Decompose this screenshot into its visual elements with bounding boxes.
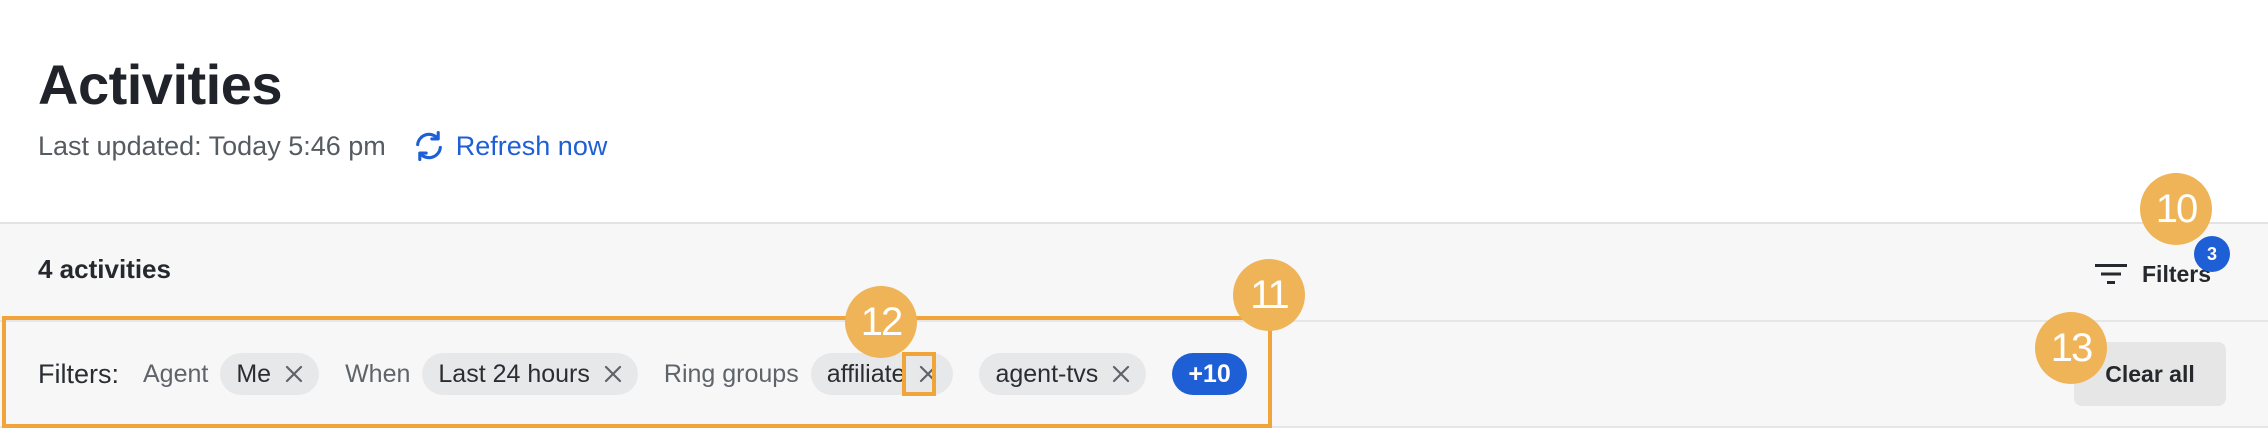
page-title: Activities <box>38 53 283 116</box>
remove-chip-highlight-box <box>902 352 936 396</box>
update-status-row: Last updated: Today 5:46 pm Refresh now <box>38 128 607 164</box>
active-filters-bar: Filters: Agent Me When Last 24 hours Rin… <box>0 322 2268 428</box>
last-updated-text: Last updated: Today 5:46 pm <box>38 130 386 161</box>
filter-chip-label: Last 24 hours <box>438 359 590 388</box>
filter-chip-ring-group-agent-tvs: agent-tvs <box>979 353 1147 395</box>
filter-group-label-agent: Agent <box>143 359 209 388</box>
active-filters-row: Filters: Agent Me When Last 24 hours Rin… <box>38 352 1247 396</box>
filter-group-label-when: When <box>345 359 411 388</box>
remove-filter-icon[interactable] <box>602 363 624 385</box>
callout-badge-10: 10 <box>2140 173 2212 245</box>
refresh-now-label: Refresh now <box>455 130 608 161</box>
remove-filter-icon[interactable] <box>283 363 305 385</box>
callout-badge-12: 12 <box>845 286 917 358</box>
refresh-now-link[interactable]: Refresh now <box>412 129 608 163</box>
refresh-icon <box>415 130 442 162</box>
filters-count-badge: 3 <box>2194 236 2230 272</box>
callout-badge-13: 13 <box>2035 312 2107 384</box>
filter-chip-ring-group-affiliate: affiliate <box>810 353 954 395</box>
filter-chip-agent-me: Me <box>220 353 320 395</box>
filter-chip-label: affiliate <box>826 359 906 388</box>
remove-filter-icon[interactable] <box>1110 363 1132 385</box>
filters-label: Filters: <box>38 358 119 389</box>
filter-chip-when-last-24-hours: Last 24 hours <box>422 353 638 395</box>
page-header: Activities Last updated: Today 5:46 pm R… <box>38 53 608 164</box>
filters-button[interactable]: Filters <box>2094 254 2211 294</box>
filters-highlight-box <box>2 316 1272 428</box>
activities-count: 4 activities <box>38 254 171 284</box>
filter-chip-label: agent-tvs <box>995 359 1099 388</box>
activities-toolbar: 4 activities Filters <box>0 222 2268 322</box>
filter-icon <box>2095 264 2127 284</box>
filter-chip-label: Me <box>236 359 272 388</box>
filter-group-label-ring-groups: Ring groups <box>663 359 799 388</box>
more-filters-chip[interactable]: +10 <box>1172 353 1247 395</box>
callout-badge-11: 11 <box>1233 259 1305 331</box>
